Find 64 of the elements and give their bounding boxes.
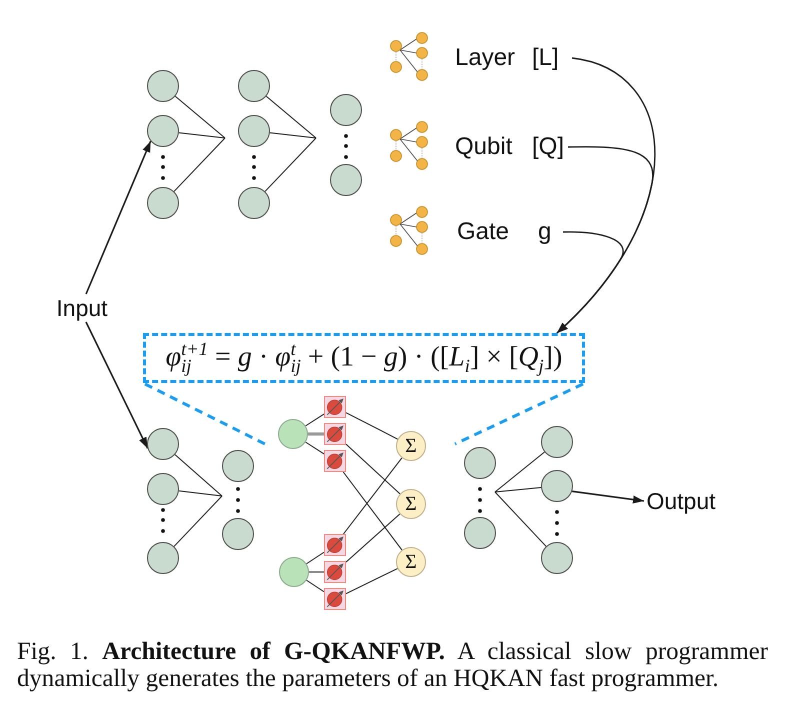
- neuron-circle: [147, 115, 179, 147]
- neuron-circle: [464, 517, 496, 549]
- arrow: [572, 490, 644, 504]
- parameter-symbol: [L]: [532, 44, 559, 72]
- arrow: [85, 322, 148, 449]
- arrow: [85, 140, 152, 294]
- connection-line: [494, 452, 546, 492]
- connection-line: [346, 514, 400, 563]
- connection-line: [266, 96, 316, 138]
- neuron-circle: [147, 187, 179, 219]
- neuron-circle: [330, 94, 362, 126]
- neuron-circle: [238, 70, 270, 102]
- sigma-symbol: Σ: [405, 551, 417, 573]
- connection-line: [305, 442, 324, 454]
- connection-line: [264, 138, 316, 192]
- neuron-circle: [330, 164, 362, 196]
- connection-line: [346, 412, 398, 440]
- connection-line: [269, 132, 316, 138]
- output-label: Output: [645, 487, 717, 515]
- connection-line: [346, 444, 400, 494]
- connection-line: [494, 492, 547, 547]
- neuron-circle: [147, 428, 179, 460]
- connection-line: [306, 580, 324, 592]
- connection-line: [174, 96, 226, 138]
- figure-caption: Fig. 1. Architecture of G-QKANFWP. A classical slow programmer dynamically generates the parameters of an HQKAN fast programmer.: [17, 639, 768, 692]
- connection-line: [342, 472, 402, 551]
- formula-frame: [143, 333, 585, 383]
- connection-line: [494, 487, 542, 492]
- parameter-label: Gate: [457, 218, 510, 246]
- connection-line: [178, 490, 222, 496]
- input-label: Input: [55, 294, 109, 322]
- parameter-symbol: [Q]: [532, 133, 564, 161]
- connection-line: [306, 552, 324, 564]
- neuron-circle: [222, 450, 254, 482]
- parameter-label: Layer: [455, 44, 516, 72]
- neuron-circle: [238, 115, 270, 147]
- formula-text: φ$_{ij}$$^{t+1}$ = g · φ$_{ij}$$^{t}$ + (1 − g) · ([L$_{i}$] × [Q$_{j}$]): [166, 340, 562, 376]
- connection-line: [174, 138, 226, 192]
- neuron-circle: [278, 419, 308, 449]
- neuron-circle: [541, 470, 573, 502]
- neuron-circle: [464, 447, 496, 479]
- neuron-circle: [222, 518, 254, 550]
- connection-line: [174, 454, 222, 496]
- connection-line: [178, 132, 226, 138]
- sum-circle: [396, 431, 426, 461]
- neuron-circle: [541, 542, 573, 574]
- connection-line: [305, 414, 324, 426]
- neuron-circle: [541, 426, 573, 458]
- neuron-circle: [147, 473, 179, 505]
- curved-arrow: [556, 231, 624, 334]
- parameter-symbol: g: [538, 218, 552, 246]
- connection-line: [342, 457, 402, 534]
- sigma-symbol: Σ: [405, 493, 417, 515]
- connection-line: [174, 496, 222, 547]
- neuron-circle: [279, 557, 309, 587]
- sigma-symbol: Σ: [405, 435, 417, 457]
- connection-line: [308, 432, 324, 436]
- parameter-label: Qubit: [455, 133, 512, 161]
- neuron-circle: [238, 187, 270, 219]
- neuron-circle: [147, 542, 179, 574]
- connection-line: [346, 568, 398, 594]
- sum-circle: [396, 489, 426, 519]
- sum-circle: [396, 547, 426, 577]
- neuron-circle: [147, 70, 179, 102]
